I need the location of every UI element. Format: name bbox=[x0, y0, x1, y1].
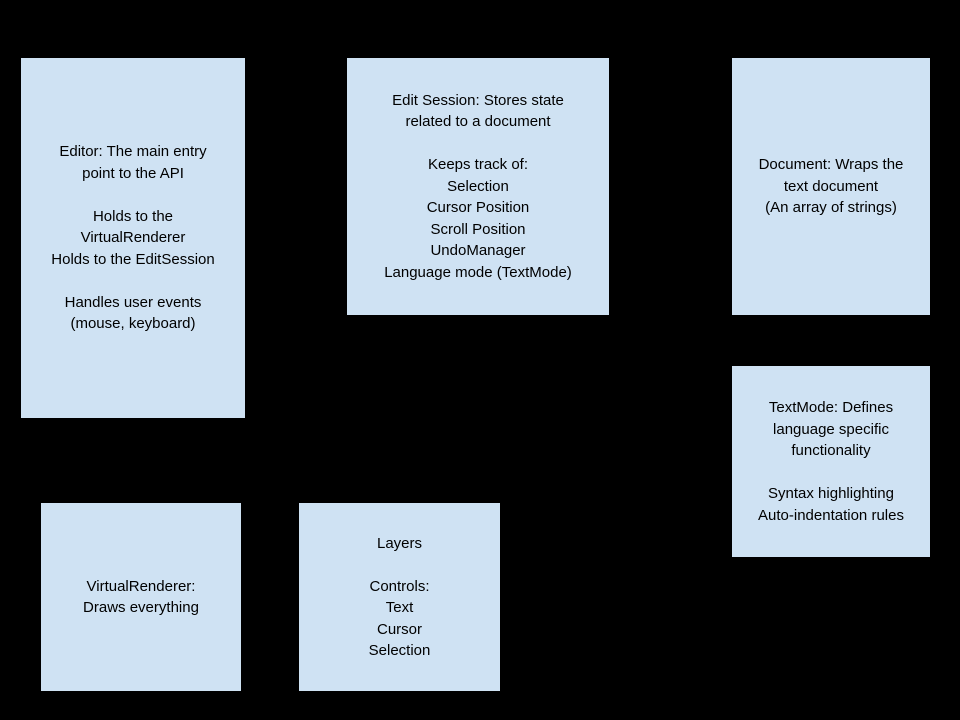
edit-session-box: Edit Session: Stores state related to a … bbox=[346, 57, 610, 316]
textmode-box-text: TextMode: Defines language specific func… bbox=[758, 399, 904, 524]
editor-box-text: Editor: The main entry point to the API … bbox=[51, 143, 215, 333]
document-box-text: Document: Wraps the text document (An ar… bbox=[758, 156, 904, 217]
layers-box-text: Layers Controls: Text Cursor Selection bbox=[368, 534, 431, 660]
virtual-renderer-box-text: VirtualRenderer: Draws everything bbox=[83, 577, 199, 617]
textmode-box: TextMode: Defines language specific func… bbox=[731, 365, 931, 558]
edit-session-box-text: Edit Session: Stores state related to a … bbox=[384, 91, 572, 281]
editor-box: Editor: The main entry point to the API … bbox=[20, 57, 246, 419]
document-box: Document: Wraps the text document (An ar… bbox=[731, 57, 931, 316]
layers-box: Layers Controls: Text Cursor Selection bbox=[298, 502, 501, 692]
virtual-renderer-box: VirtualRenderer: Draws everything bbox=[40, 502, 242, 692]
